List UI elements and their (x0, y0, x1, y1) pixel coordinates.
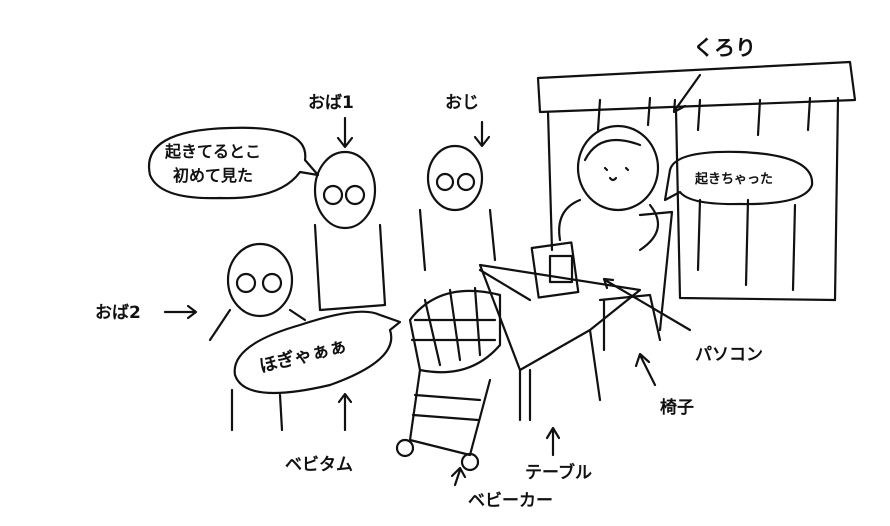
label-oji: おじ (445, 93, 479, 113)
label-pc: パソコン (695, 345, 763, 365)
oba1-speech-bubble (147, 126, 320, 200)
chair (598, 210, 674, 352)
oba1-bubble-text: 起きてるとこ 初めて見た (165, 140, 261, 188)
arrow (337, 392, 353, 432)
arrow (545, 426, 561, 457)
arrow (450, 466, 467, 487)
label-oba1: おば1 (308, 93, 354, 113)
label-stroller: ベビーカー (468, 491, 553, 511)
label-table: テーブル (525, 463, 592, 483)
label-bebitamu: ベビタム (285, 455, 353, 475)
arrow (602, 277, 692, 332)
stroller (395, 268, 532, 472)
oba1-bubble-line2: 初めて見た (173, 166, 254, 185)
arrow (634, 352, 657, 387)
window (536, 60, 857, 302)
baby-speech-bubble (233, 310, 402, 395)
oji-figure (418, 120, 497, 272)
table-drawing (478, 263, 642, 422)
kurori-figure (558, 124, 660, 252)
oba2-figure (163, 242, 307, 432)
laptop (530, 241, 580, 299)
label-chair: 椅子 (660, 398, 694, 418)
label-oba2: おば2 (95, 303, 141, 323)
kurori-speech-bubble (663, 150, 814, 206)
oba1-figure (313, 116, 387, 312)
kurori-bubble-text: 起きちゃった (695, 172, 774, 187)
arrow (672, 73, 702, 114)
oba1-bubble-line1: 起きてるとこ (165, 142, 262, 161)
label-kurori: くろり (693, 36, 756, 60)
